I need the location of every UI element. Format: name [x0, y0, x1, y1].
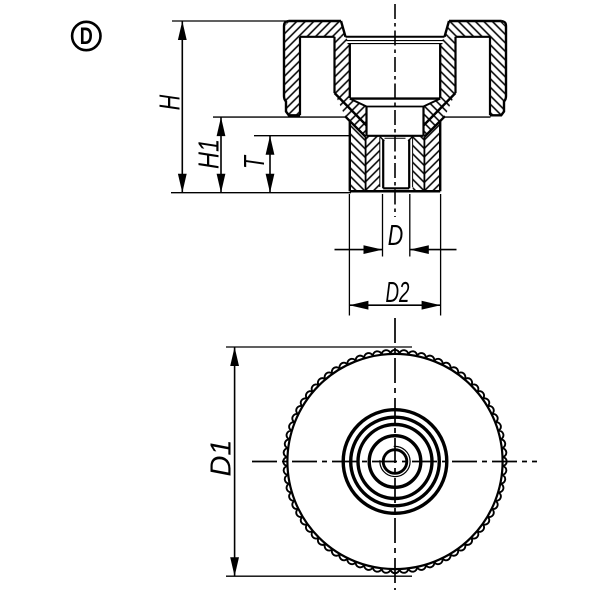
svg-text:D1: D1 — [206, 440, 238, 477]
svg-text:H1: H1 — [194, 139, 226, 169]
svg-text:H: H — [155, 95, 187, 111]
svg-text:T: T — [239, 154, 271, 169]
svg-text:D: D — [388, 220, 404, 252]
svg-text:D2: D2 — [386, 277, 410, 309]
svg-text:D: D — [80, 23, 93, 50]
